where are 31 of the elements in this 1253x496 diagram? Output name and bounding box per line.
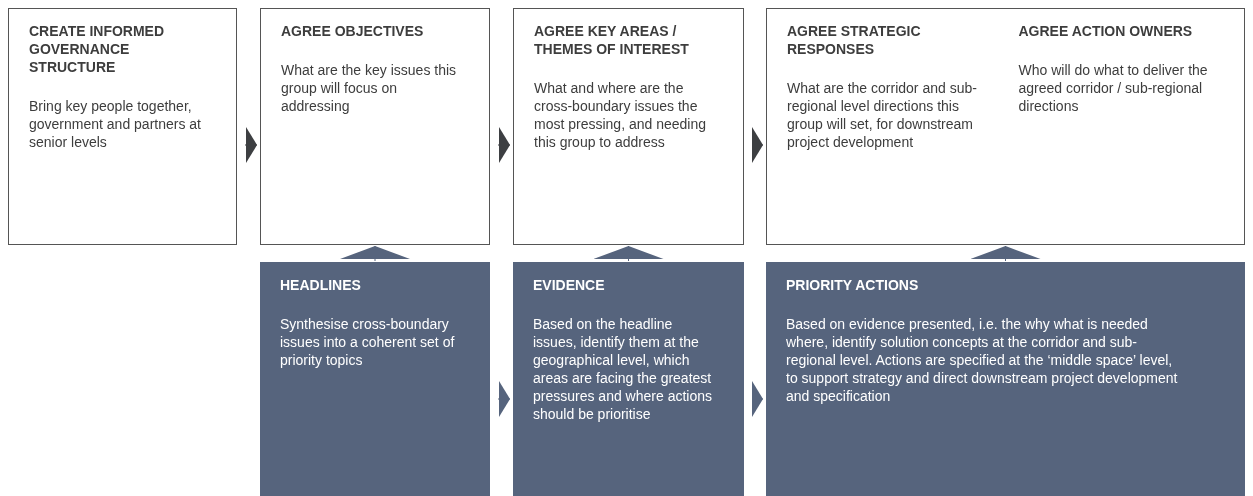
box-description: Bring key people together, government and partners at senior levels bbox=[29, 97, 202, 151]
step-box bbox=[8, 8, 237, 245]
box-heading: AGREE STRATEGIC RESPONSES bbox=[787, 22, 922, 58]
box-heading: PRIORITY ACTIONS bbox=[786, 276, 920, 294]
chevron-arrow bbox=[497, 127, 511, 163]
up-arrow bbox=[970, 245, 1041, 262]
box-heading: HEADLINES bbox=[280, 276, 362, 294]
chevron-arrow bbox=[751, 127, 764, 163]
box-heading: AGREE ACTION OWNERS bbox=[1018, 22, 1194, 40]
box-heading: AGREE OBJECTIVES bbox=[281, 22, 425, 40]
box-description: What and where are the cross-boundary issues the most pressing, and needing this group to address bbox=[534, 79, 707, 151]
input-panel bbox=[766, 262, 1245, 496]
box-description: Synthesise cross-boundary issues into a coherent set of priority topics bbox=[280, 315, 456, 369]
step-box bbox=[513, 8, 744, 245]
step-box bbox=[766, 8, 1245, 245]
box-heading: AGREE KEY AREAS / THEMES OF INTEREST bbox=[534, 22, 690, 58]
chevron-arrow bbox=[244, 127, 258, 163]
chevron-arrow bbox=[497, 381, 511, 417]
box-description: Based on the headline issues, identify them at the geographical level, which areas are facing the greatest pressures and where actions should be prioritise bbox=[533, 315, 713, 423]
input-panel bbox=[260, 262, 490, 496]
box-heading: EVIDENCE bbox=[533, 276, 606, 294]
box-description: What are the key issues this group will focus on addressing bbox=[281, 61, 458, 115]
up-arrow bbox=[593, 245, 664, 262]
chevron-arrow bbox=[751, 381, 764, 417]
box-heading: CREATE INFORMED GOVERNANCE STRUCTURE bbox=[29, 22, 166, 76]
box-description: Who will do what to deliver the agreed corridor / sub-regional directions bbox=[1018, 61, 1209, 115]
box-description: What are the corridor and sub-regional level directions this group will set, for downstream project development bbox=[787, 79, 978, 151]
input-panel bbox=[513, 262, 744, 496]
box-description: Based on evidence presented, i.e. the why what is needed where, identify solution concepts at the corridor and sub-regional level. Actions are specified at the ‘middle space’ level, to support strategy and direct downstream project development and specification bbox=[786, 315, 1179, 405]
step-box bbox=[260, 8, 490, 245]
up-arrow bbox=[340, 245, 410, 262]
